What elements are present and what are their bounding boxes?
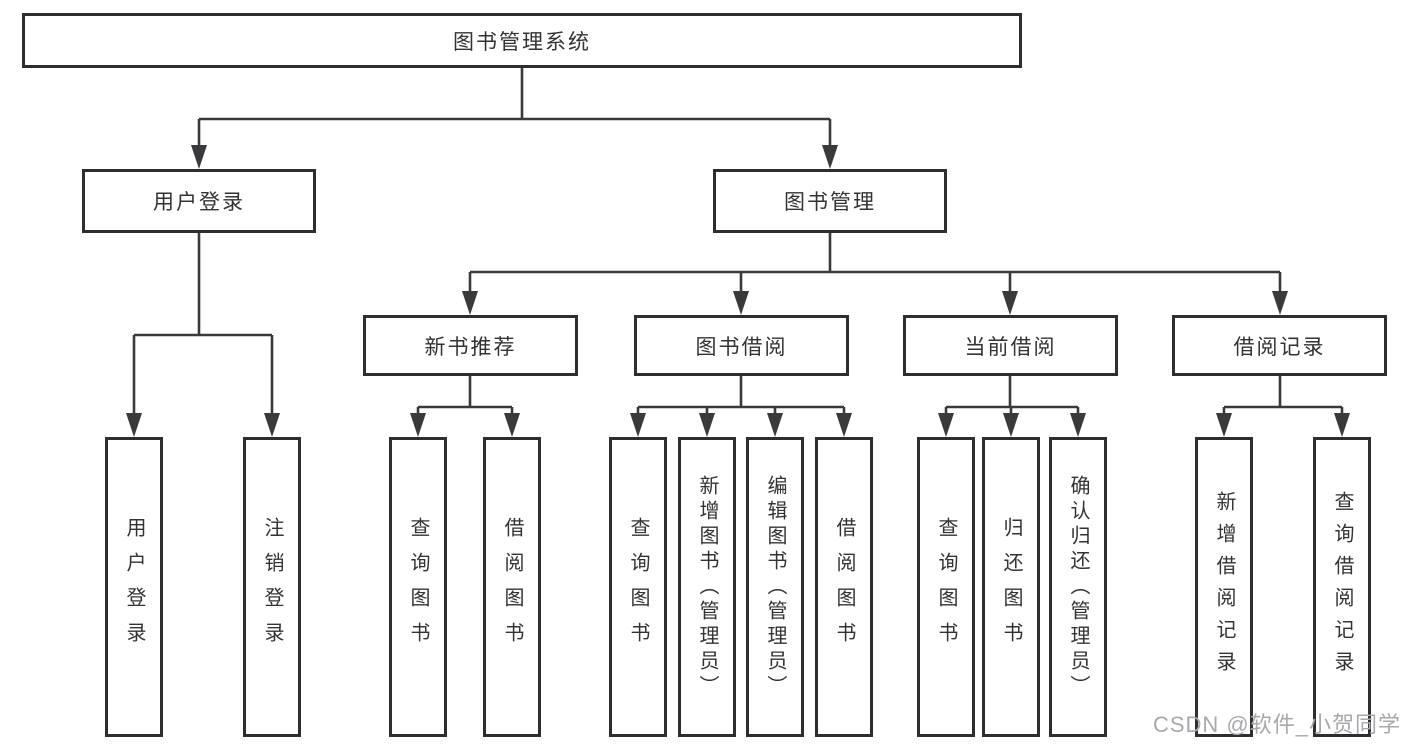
node-borrowing-records: 借阅记录 <box>1172 315 1387 376</box>
leaf-query-books-borrow: 查询图书 <box>609 437 667 737</box>
leaf-borrow-books: 借阅图书 <box>815 437 873 737</box>
leaf-user-login: 用户登录 <box>105 437 163 737</box>
leaf-borrow-books-recommend: 借阅图书 <box>483 437 541 737</box>
leaf-label: 新增借阅记录 <box>1213 491 1235 683</box>
leaf-label: 用户登录 <box>123 517 145 657</box>
leaf-logout: 注销登录 <box>243 437 301 737</box>
node-label: 借阅记录 <box>1233 335 1326 359</box>
csdn-watermark: CSDN @软件_小贺同学 <box>1152 712 1401 737</box>
leaf-query-books-recommend: 查询图书 <box>389 437 447 737</box>
node-label: 图书管理 <box>784 191 876 214</box>
leaf-label: 新增图书（管理员） <box>696 474 718 700</box>
node-book-borrowing: 图书借阅 <box>634 315 849 376</box>
node-user-login: 用户登录 <box>82 169 316 233</box>
leaf-label: 归还图书 <box>1000 517 1022 657</box>
leaf-label: 查询图书 <box>407 517 429 657</box>
node-label: 用户登录 <box>153 191 245 214</box>
leaf-query-borrow-record: 查询借阅记录 <box>1313 437 1371 737</box>
leaf-edit-book-admin: 编辑图书（管理员） <box>746 437 804 737</box>
leaf-add-borrow-record: 新增借阅记录 <box>1195 437 1253 737</box>
leaf-label: 借阅图书 <box>833 517 855 657</box>
node-new-book-recommendation: 新书推荐 <box>363 315 578 376</box>
node-label: 图书管理系统 <box>453 30 591 54</box>
leaf-label: 查询借阅记录 <box>1331 491 1353 683</box>
leaf-query-books-current: 查询图书 <box>917 437 975 737</box>
node-label: 图书借阅 <box>695 335 788 359</box>
leaf-label: 查询图书 <box>935 517 957 657</box>
leaf-confirm-return-admin: 确认归还（管理员） <box>1049 437 1107 737</box>
node-current-borrowing: 当前借阅 <box>903 315 1118 376</box>
leaf-return-books: 归还图书 <box>982 437 1040 737</box>
node-label: 新书推荐 <box>424 335 517 359</box>
leaf-label: 注销登录 <box>261 517 283 657</box>
node-label: 当前借阅 <box>964 335 1057 359</box>
leaf-label: 查询图书 <box>627 517 649 657</box>
leaf-add-book-admin: 新增图书（管理员） <box>678 437 736 737</box>
leaf-label: 借阅图书 <box>501 517 523 657</box>
node-library-management-system: 图书管理系统 <box>22 13 1022 68</box>
node-book-management: 图书管理 <box>713 169 947 233</box>
leaf-label: 确认归还（管理员） <box>1067 474 1089 700</box>
leaf-label: 编辑图书（管理员） <box>764 474 786 700</box>
